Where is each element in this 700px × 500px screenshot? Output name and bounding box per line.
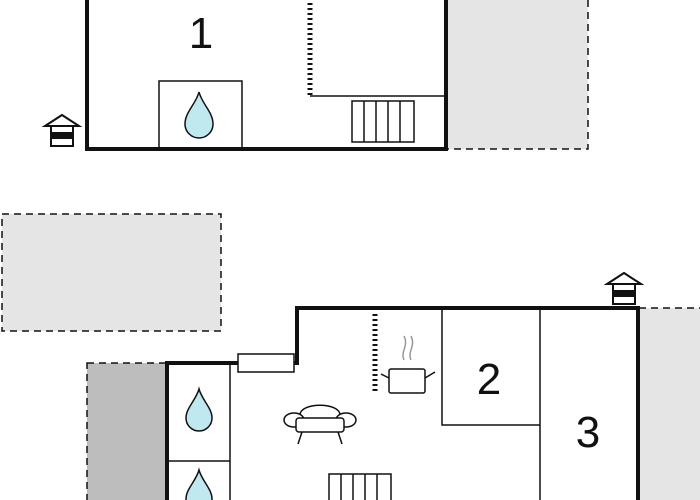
water-drop-icon — [185, 386, 213, 432]
room-number-2: 2 — [477, 355, 501, 404]
upper-floor-plan: 1 — [41, 0, 589, 151]
room-number-1: 1 — [189, 9, 213, 58]
lower-floor-plan: 2 3 — [86, 271, 700, 500]
window-icon — [237, 353, 295, 373]
carport-area — [86, 362, 168, 500]
outdoor-area — [1, 213, 222, 332]
radiator-icon — [351, 100, 415, 143]
house-icon — [41, 113, 83, 147]
bathroom — [158, 80, 243, 150]
terrace-area — [445, 0, 589, 150]
stove-pot-icon — [380, 335, 436, 394]
water-drop-icon — [184, 91, 214, 139]
room-number-3: 3 — [576, 408, 600, 457]
house-icon — [603, 271, 645, 305]
upper-outer-wall — [85, 0, 448, 151]
water-drop-icon — [185, 467, 213, 500]
radiator-icon — [328, 473, 392, 500]
room-2-walls — [441, 308, 540, 426]
lower-outer-wall — [165, 306, 640, 500]
sofa-icon — [283, 404, 357, 445]
right-terrace-area — [638, 307, 700, 500]
